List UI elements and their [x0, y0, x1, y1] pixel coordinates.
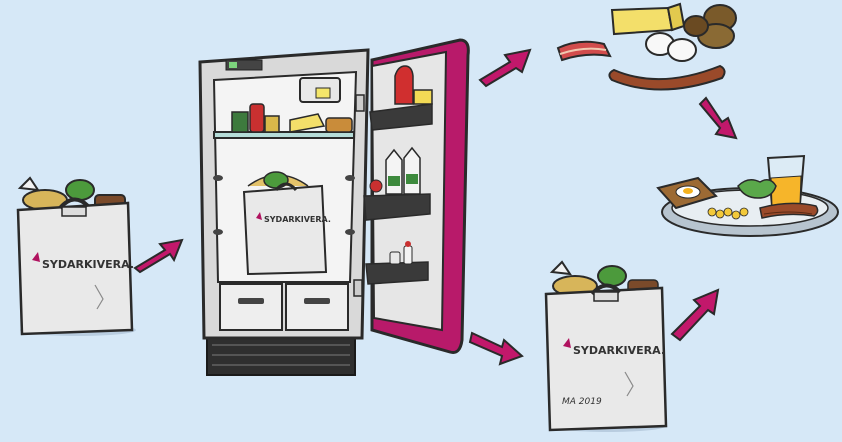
arrow-icon: [480, 50, 530, 86]
breakfast-ingredients: [558, 4, 736, 90]
breakfast-plate: [658, 156, 838, 236]
shopping-bag-right: SYDARKIVERA. MA 2019: [546, 262, 666, 432]
arrow-icon: [700, 98, 736, 138]
arrow-icon: [672, 290, 718, 340]
arrow-icon: [135, 240, 182, 272]
artist-signature: MA 2019: [562, 397, 602, 407]
shopping-bag-left: SYDARKIVERA.: [18, 178, 136, 336]
brand-logo-text: SYDARKIVERA.: [42, 258, 134, 271]
refrigerator: SYDARKIVERA.: [200, 40, 468, 375]
arrow-icon: [470, 333, 522, 364]
brand-logo-text-right: SYDARKIVERA.: [573, 344, 665, 357]
brand-logo-text-fridge: SYDARKIVERA.: [264, 215, 331, 224]
